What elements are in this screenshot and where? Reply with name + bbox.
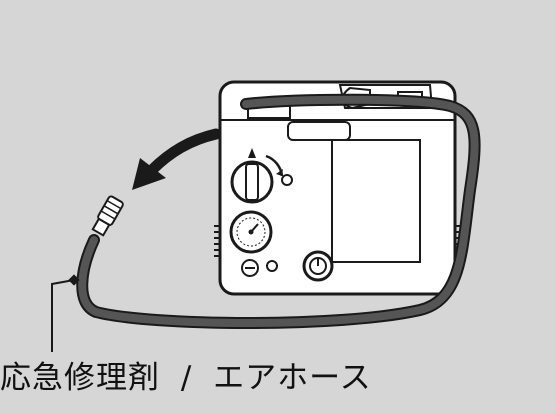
part-name: 応急修理剤 [0, 360, 160, 396]
valve-connector-icon [91, 195, 124, 237]
power-switch-icon [302, 250, 334, 282]
arrow-icon [132, 128, 222, 190]
pressure-gauge-icon [229, 210, 273, 254]
callout-caption: 応急修理剤 / エアホース [0, 356, 420, 400]
air-hose-fill [78, 95, 479, 327]
caption-separator: / [180, 360, 193, 396]
dial-knob-icon [230, 148, 293, 204]
side-vents-left [214, 225, 220, 257]
callout-leader [51, 274, 80, 352]
label-panel [331, 139, 421, 263]
indicator-lamps [241, 259, 278, 277]
item-name: エアホース [213, 360, 372, 396]
hose-connector-housing [287, 121, 351, 141]
